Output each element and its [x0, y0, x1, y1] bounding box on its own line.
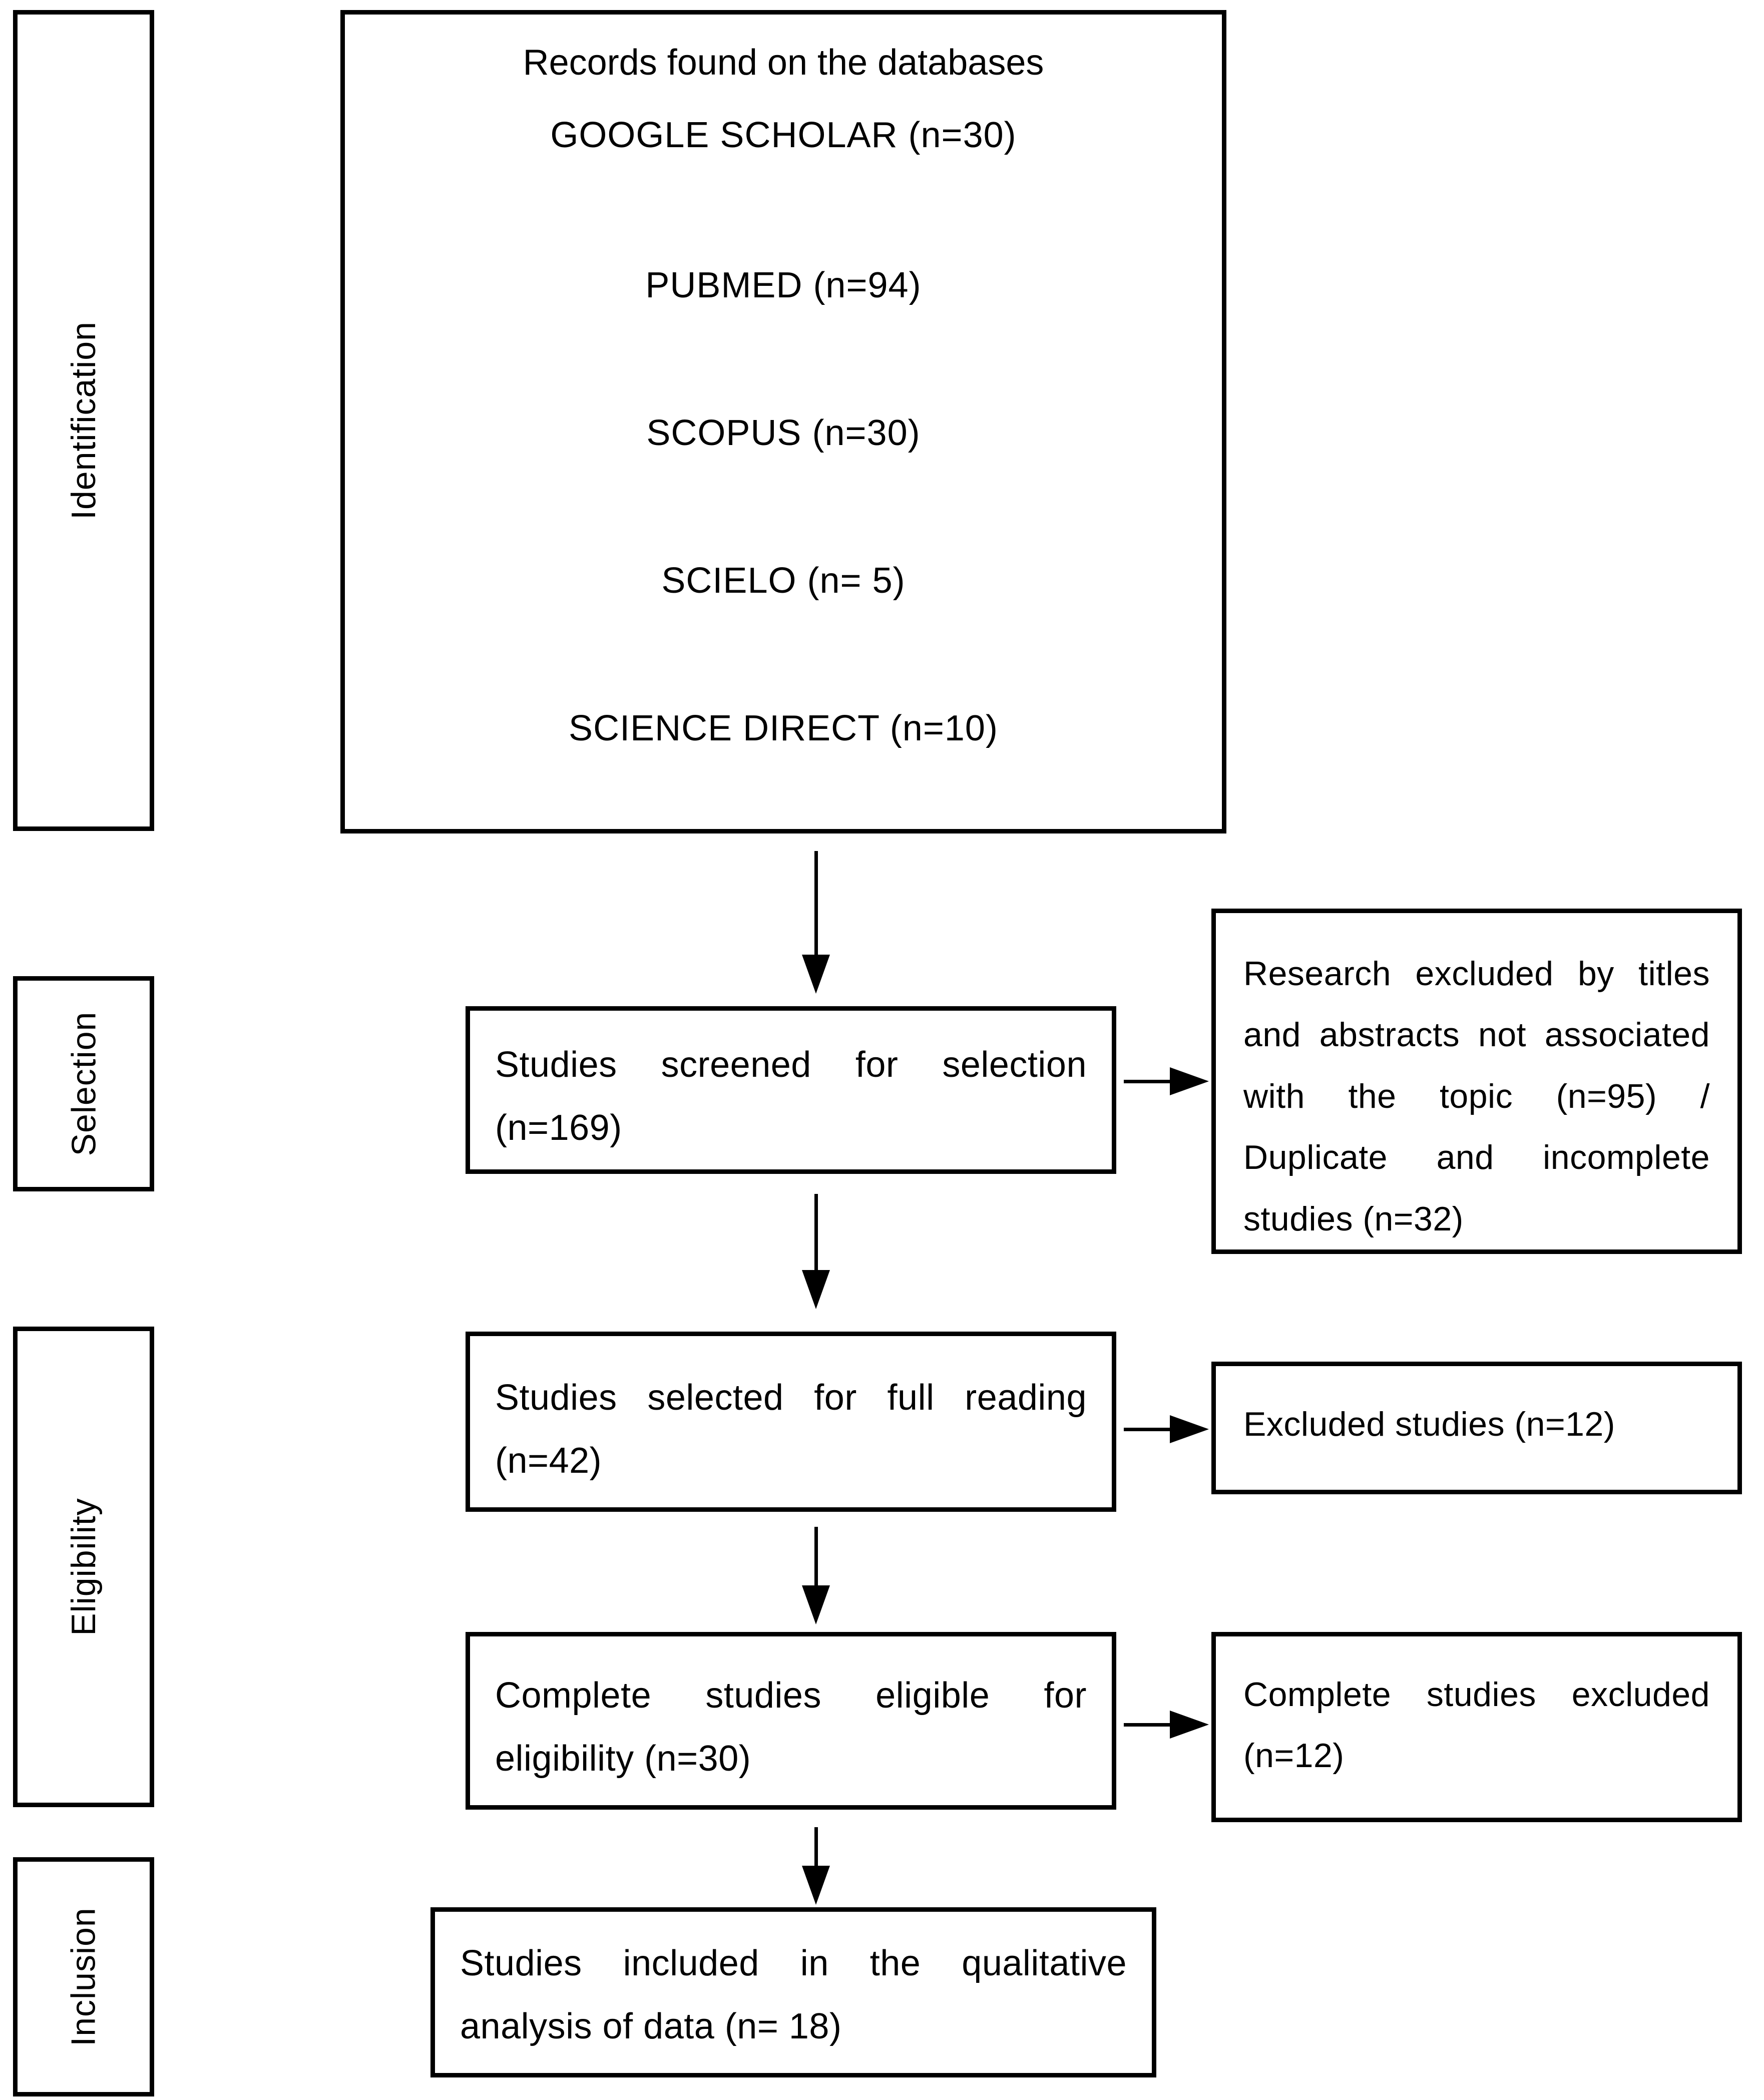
arrow-right-3 — [1124, 1711, 1209, 1739]
stage-box-selection: Selection — [13, 976, 154, 1191]
arrow-down-3 — [802, 1527, 830, 1624]
database-science-direct: SCIENCE DIRECT (n=10) — [569, 708, 998, 748]
arrow-down-2 — [802, 1194, 830, 1309]
arrow-shaft — [814, 851, 818, 955]
eligible-box: Complete studies eligible for eligibilit… — [466, 1632, 1116, 1810]
stage-label-identification: Identification — [65, 321, 103, 520]
arrow-shaft — [814, 1827, 818, 1866]
records-box: Records found on the databases GOOGLE SC… — [340, 10, 1226, 833]
included-box: Studies included in the qualitative anal… — [430, 1907, 1156, 2077]
arrowhead-right-icon — [1170, 1711, 1209, 1739]
arrow-shaft — [814, 1194, 818, 1270]
database-scielo: SCIELO (n= 5) — [661, 561, 906, 601]
database-pubmed: PUBMED (n=94) — [645, 265, 922, 305]
database-scopus: SCOPUS (n=30) — [646, 413, 921, 453]
stage-label-eligibility: Eligibility — [65, 1498, 103, 1636]
arrow-shaft — [814, 1527, 818, 1585]
selected-box: Studies selected for full reading (n=42) — [466, 1332, 1116, 1512]
arrow-right-1 — [1124, 1067, 1209, 1095]
arrow-shaft — [1124, 1723, 1170, 1727]
arrow-down-4 — [802, 1827, 830, 1905]
stage-label-inclusion: Inclusion — [65, 1907, 103, 2046]
arrow-shaft — [1124, 1079, 1170, 1083]
excluded-by-titles-box: Research excluded by titles and abstract… — [1211, 909, 1742, 1254]
records-box-title: Records found on the databases — [523, 43, 1044, 83]
arrowhead-down-icon — [802, 955, 830, 994]
arrowhead-down-icon — [802, 1270, 830, 1309]
excluded-studies-box: Excluded studies (n=12) — [1211, 1362, 1742, 1494]
database-google-scholar: GOOGLE SCHOLAR (n=30) — [550, 115, 1017, 155]
arrow-down-1 — [802, 851, 830, 994]
arrow-right-2 — [1124, 1415, 1209, 1443]
complete-excluded-box: Complete studies excluded (n=12) — [1211, 1632, 1742, 1822]
stage-box-eligibility: Eligibility — [13, 1327, 154, 1807]
arrowhead-right-icon — [1170, 1067, 1209, 1095]
screened-box: Studies screened for selection (n=169) — [466, 1006, 1116, 1174]
arrowhead-right-icon — [1170, 1415, 1209, 1443]
stage-box-inclusion: Inclusion — [13, 1857, 154, 2096]
arrow-shaft — [1124, 1427, 1170, 1431]
arrowhead-down-icon — [802, 1585, 830, 1624]
stage-box-identification: Identification — [13, 10, 154, 831]
arrowhead-down-icon — [802, 1866, 830, 1905]
stage-label-selection: Selection — [65, 1011, 103, 1156]
